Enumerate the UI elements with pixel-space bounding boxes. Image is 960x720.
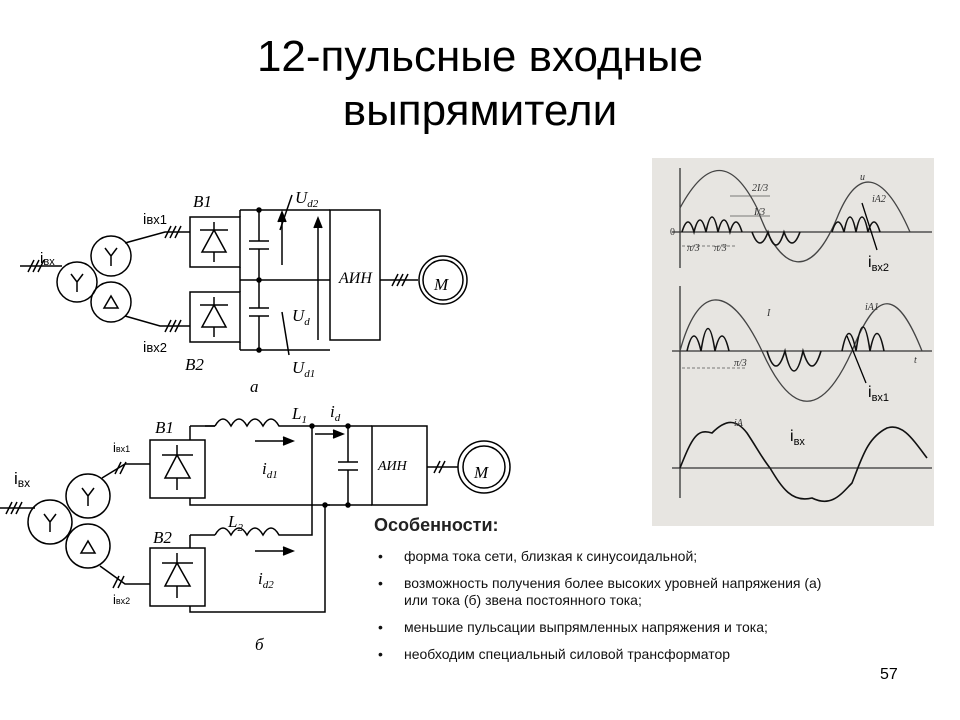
list-item: •необходим специальный силовой трансформ… — [378, 646, 731, 662]
caption-b: б — [255, 635, 264, 654]
label-a-b1: B1 — [193, 192, 212, 211]
label-ivx2: iвх2 — [868, 254, 890, 275]
label-b-ivx: iвх — [14, 469, 30, 490]
label-ivx: iвх — [790, 428, 805, 449]
transformer-secondary-2-icon — [90, 281, 132, 323]
label-b-ivx2: iвх2 — [113, 592, 130, 607]
page-number: 57 — [880, 666, 898, 683]
label-b-b2: B2 — [153, 528, 172, 547]
label-b-id: id — [330, 402, 341, 424]
label-b-inverter: АИН — [377, 459, 408, 474]
transformer-primary-icon — [56, 261, 98, 303]
bullet-icon: • — [378, 619, 383, 635]
list-item: •форма тока сети, близкая к синусоидальн… — [378, 548, 698, 564]
scan-label-ia2: iA2 — [872, 194, 886, 205]
motor-b-icon — [457, 440, 511, 494]
scan-label-pi3b: π/3 — [714, 243, 727, 254]
label-b-l1: L1 — [291, 404, 307, 426]
title-line-2: выпрямители — [342, 86, 618, 135]
scan-label-pi3c: π/3 — [734, 358, 747, 369]
motor-a-icon — [418, 255, 468, 305]
label-b-motor: M — [473, 463, 489, 482]
label-a-ud: Ud — [292, 306, 310, 328]
label-b-l2: L2 — [227, 512, 243, 534]
label-a-ivx2: iвх2 — [143, 339, 167, 356]
title-line-1: 12-пульсные входные — [256, 32, 704, 81]
waveform-scan: u 0 2I/3 I/3 π/3 π/3 π/3 iA2 I iA1 iA t … — [652, 158, 934, 526]
list-item: •меньшие пульсации выпрямленных напряжен… — [378, 619, 768, 635]
label-ivx1: iвх1 — [868, 384, 890, 405]
label-b-id1: id1 — [262, 459, 278, 481]
scan-label-pi3a: π/3 — [687, 243, 700, 254]
scan-label-23: 2I/3 — [752, 183, 768, 194]
transformer-b-primary-icon — [27, 499, 73, 545]
bullet-icon: • — [378, 575, 383, 591]
label-b-b1: B1 — [155, 418, 174, 437]
transformer-b-secondary-1-icon — [65, 473, 111, 519]
label-a-ud2: Ud2 — [295, 188, 319, 210]
scan-label-zero: 0 — [670, 227, 675, 238]
slide-title: 12-пульсные входные выпрямители — [0, 30, 960, 138]
schematic-b — [0, 418, 511, 613]
label-a-ivx1: iвх1 — [143, 211, 167, 228]
list-item: •возможность получения более высоких уро… — [378, 575, 822, 608]
scan-label-ia1: iA1 — [865, 302, 879, 313]
label-b-id2: id2 — [258, 569, 274, 591]
label-a-ivx: iвх — [40, 250, 55, 268]
features-list: •форма тока сети, близкая к синусоидальн… — [374, 548, 844, 663]
bullet-icon: • — [378, 548, 383, 564]
label-b-ivx1: iвх1 — [113, 440, 130, 455]
features-section: Особенности: •форма тока сети, близкая к… — [374, 515, 844, 673]
features-heading: Особенности: — [374, 515, 499, 535]
label-a-motor: M — [433, 275, 449, 294]
label-a-b2: B2 — [185, 355, 204, 374]
transformer-b-secondary-2-icon — [65, 523, 111, 569]
scan-label-u: u — [860, 172, 865, 183]
scan-label-13: I/3 — [753, 207, 765, 218]
scan-label-ia: iA — [734, 418, 744, 429]
bullet-icon: • — [378, 646, 383, 662]
schematics: B1 B2 Ud2 Ud Ud1 АИН M а B1 B2 L1 L2 id … — [0, 188, 511, 654]
label-a-inverter: АИН — [338, 270, 373, 287]
scan-label-t: t — [914, 355, 917, 366]
transformer-secondary-1-icon — [90, 235, 132, 277]
scan-label-I: I — [766, 308, 771, 319]
label-a-ud1: Ud1 — [292, 358, 315, 380]
caption-a: а — [250, 377, 259, 396]
schematic-a — [20, 194, 468, 356]
